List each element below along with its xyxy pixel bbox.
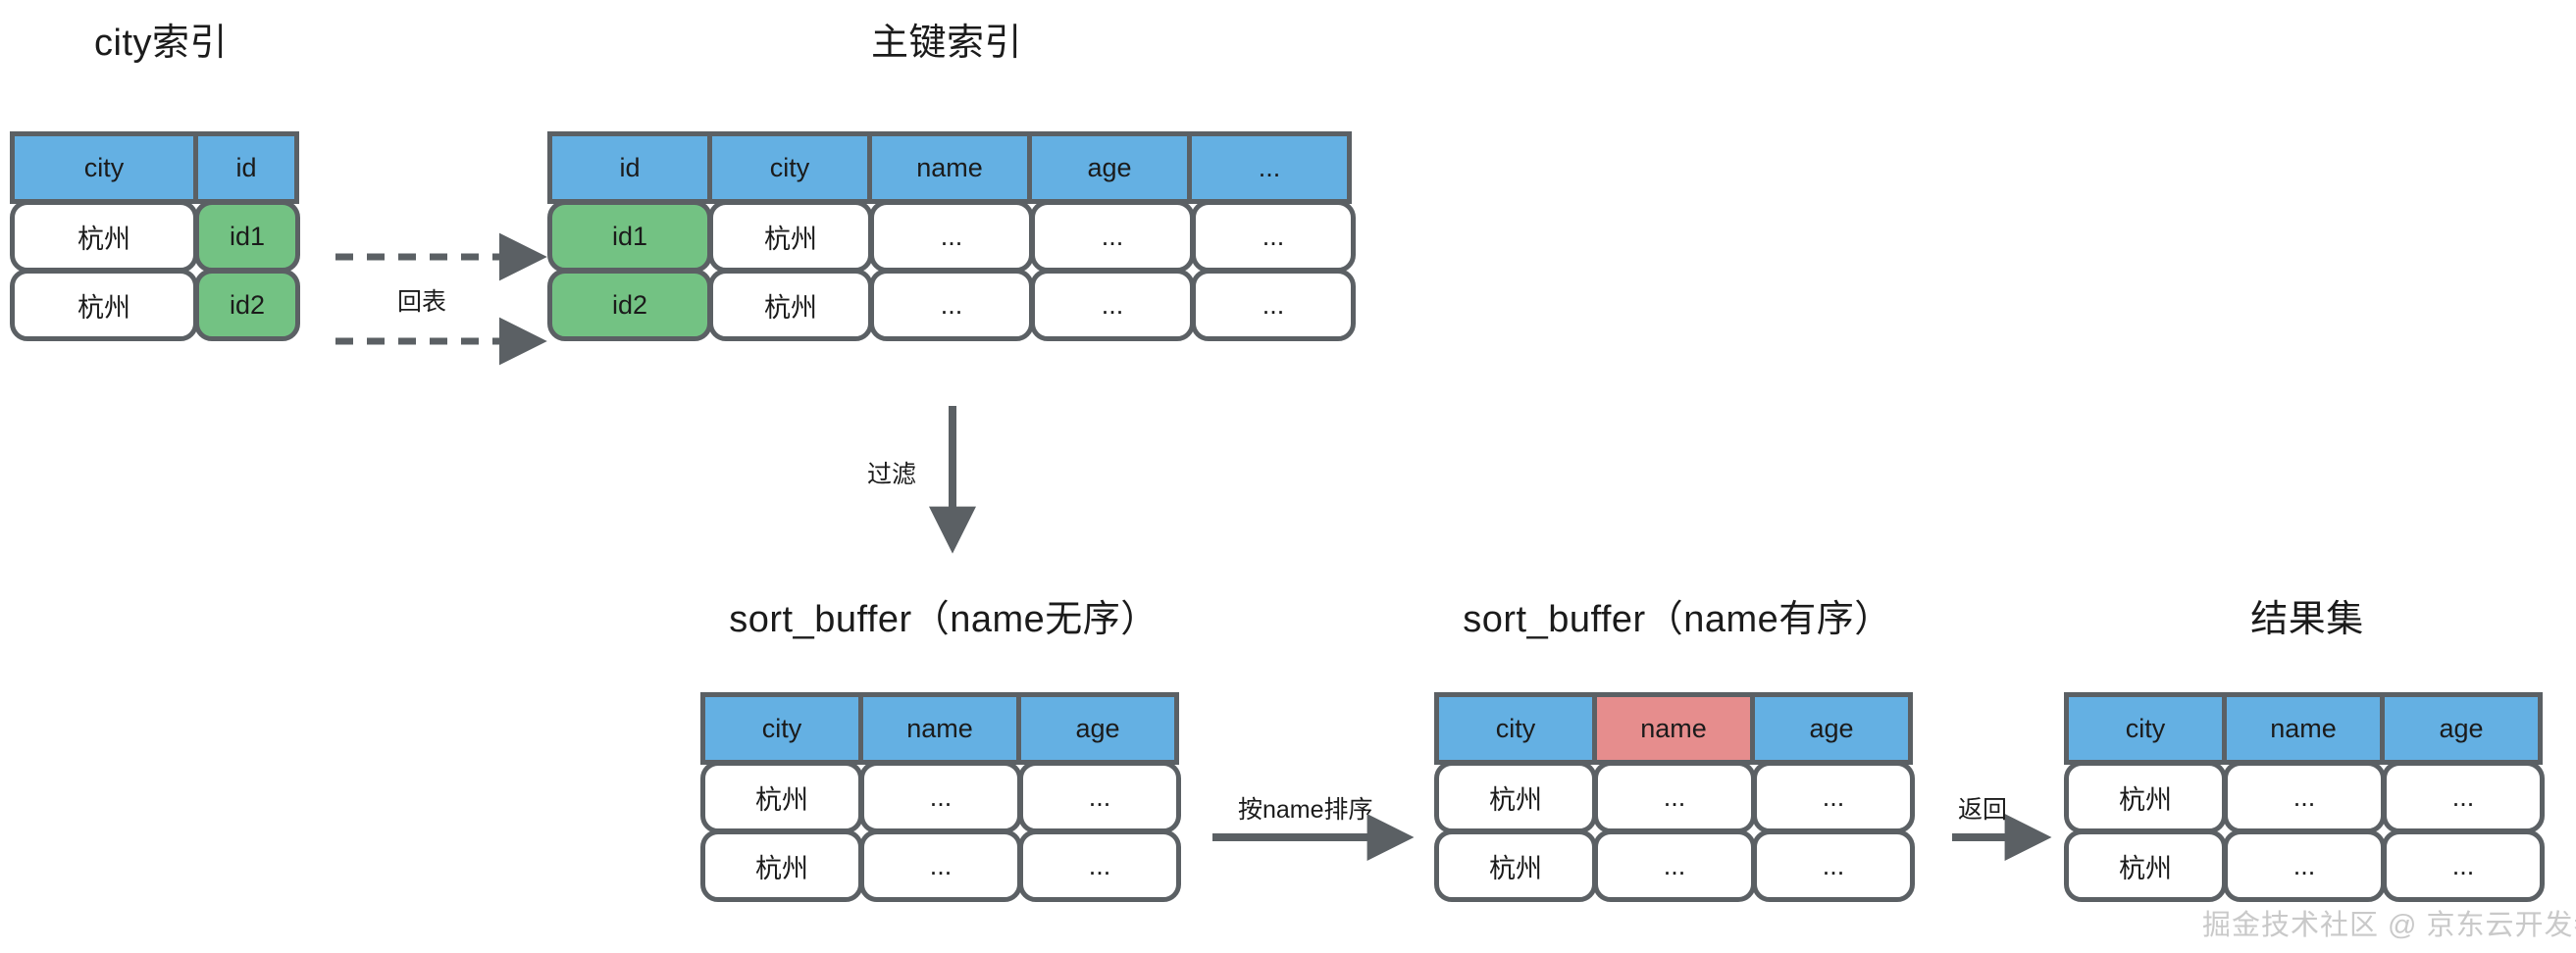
table-header-row: city name age [2064,692,2545,765]
title-result-set: 结果集 [2250,599,2364,640]
header-cell-city: city [10,131,198,204]
cell-age: ... [1030,200,1195,273]
header-cell-more: ... [1187,131,1352,204]
table-row: 杭州 ... ... [700,761,1181,833]
cell-city: 杭州 [1434,829,1597,902]
cell-city: 杭州 [1434,761,1597,833]
cell-city: 杭州 [10,200,198,273]
primary-index-table: id city name age ... id1 杭州 ... ... ... … [547,131,1356,341]
header-cell-name: name [2222,692,2385,765]
table-row: id1 杭州 ... ... ... [547,200,1356,273]
table-row: 杭州 ... ... [1434,829,1915,902]
header-cell-age: age [1027,131,1192,204]
cell-name: ... [1593,761,1756,833]
table-header-row: city name age [700,692,1181,765]
table-header-row: city id [10,131,300,204]
cell-name: ... [859,829,1022,902]
cell-more: ... [1191,269,1356,341]
header-cell-city: city [700,692,863,765]
table-header-row: id city name age ... [547,131,1356,204]
table-row: 杭州 id2 [10,269,300,341]
header-cell-city: city [707,131,872,204]
header-cell-age: age [1016,692,1179,765]
cell-name: ... [859,761,1022,833]
cell-name: ... [869,200,1034,273]
table-row: 杭州 ... ... [700,829,1181,902]
header-cell-id: id [193,131,299,204]
table-row: 杭州 id1 [10,200,300,273]
cell-age: ... [1752,761,1915,833]
header-cell-name-highlighted: name [1592,692,1755,765]
cell-id: id1 [547,200,712,273]
table-header-row: city name age [1434,692,1915,765]
cell-age: ... [2382,829,2545,902]
cell-name: ... [869,269,1034,341]
city-index-table: city id 杭州 id1 杭州 id2 [10,131,300,341]
cell-age: ... [1030,269,1195,341]
cell-city: 杭州 [700,829,863,902]
cell-id: id1 [194,200,300,273]
header-cell-name: name [858,692,1021,765]
cell-name: ... [1593,829,1756,902]
cell-city: 杭州 [10,269,198,341]
table-row: 杭州 ... ... [2064,761,2545,833]
header-cell-age: age [1750,692,1913,765]
cell-more: ... [1191,200,1356,273]
cell-name: ... [2223,761,2386,833]
header-cell-name: name [867,131,1032,204]
return-arrow-label: 返回 [1958,796,2008,824]
cell-age: ... [1752,829,1915,902]
header-cell-city: city [2064,692,2227,765]
cell-city: 杭州 [2064,761,2227,833]
cell-id: id2 [194,269,300,341]
cell-city: 杭州 [2064,829,2227,902]
cell-age: ... [1018,829,1181,902]
cell-age: ... [2382,761,2545,833]
header-cell-id: id [547,131,712,204]
table-row: 杭州 ... ... [2064,829,2545,902]
sort-buffer-sorted-table: city name age 杭州 ... ... 杭州 ... ... [1434,692,1915,902]
cell-city: 杭州 [708,200,873,273]
title-sort-buffer-sorted: sort_buffer（name有序） [1463,599,1892,640]
cell-name: ... [2223,829,2386,902]
title-primary-index: 主键索引 [870,23,1023,64]
title-city-index: city索引 [94,23,229,64]
sort-by-name-arrow-label: 按name排序 [1238,796,1373,824]
result-set-table: city name age 杭州 ... ... 杭州 ... ... [2064,692,2545,902]
sort-buffer-unsorted-table: city name age 杭州 ... ... 杭州 ... ... [700,692,1181,902]
watermark-text: 掘金技术社区 @ 京东云开发者 [2202,910,2576,941]
cell-age: ... [1018,761,1181,833]
table-row: id2 杭州 ... ... ... [547,269,1356,341]
header-cell-city: city [1434,692,1597,765]
cell-city: 杭州 [708,269,873,341]
header-cell-age: age [2380,692,2543,765]
lookup-arrow-label: 回表 [397,288,447,316]
title-sort-buffer-unsorted: sort_buffer（name无序） [729,599,1159,640]
cell-id: id2 [547,269,712,341]
table-row: 杭州 ... ... [1434,761,1915,833]
filter-arrow-label: 过滤 [867,461,917,488]
cell-city: 杭州 [700,761,863,833]
